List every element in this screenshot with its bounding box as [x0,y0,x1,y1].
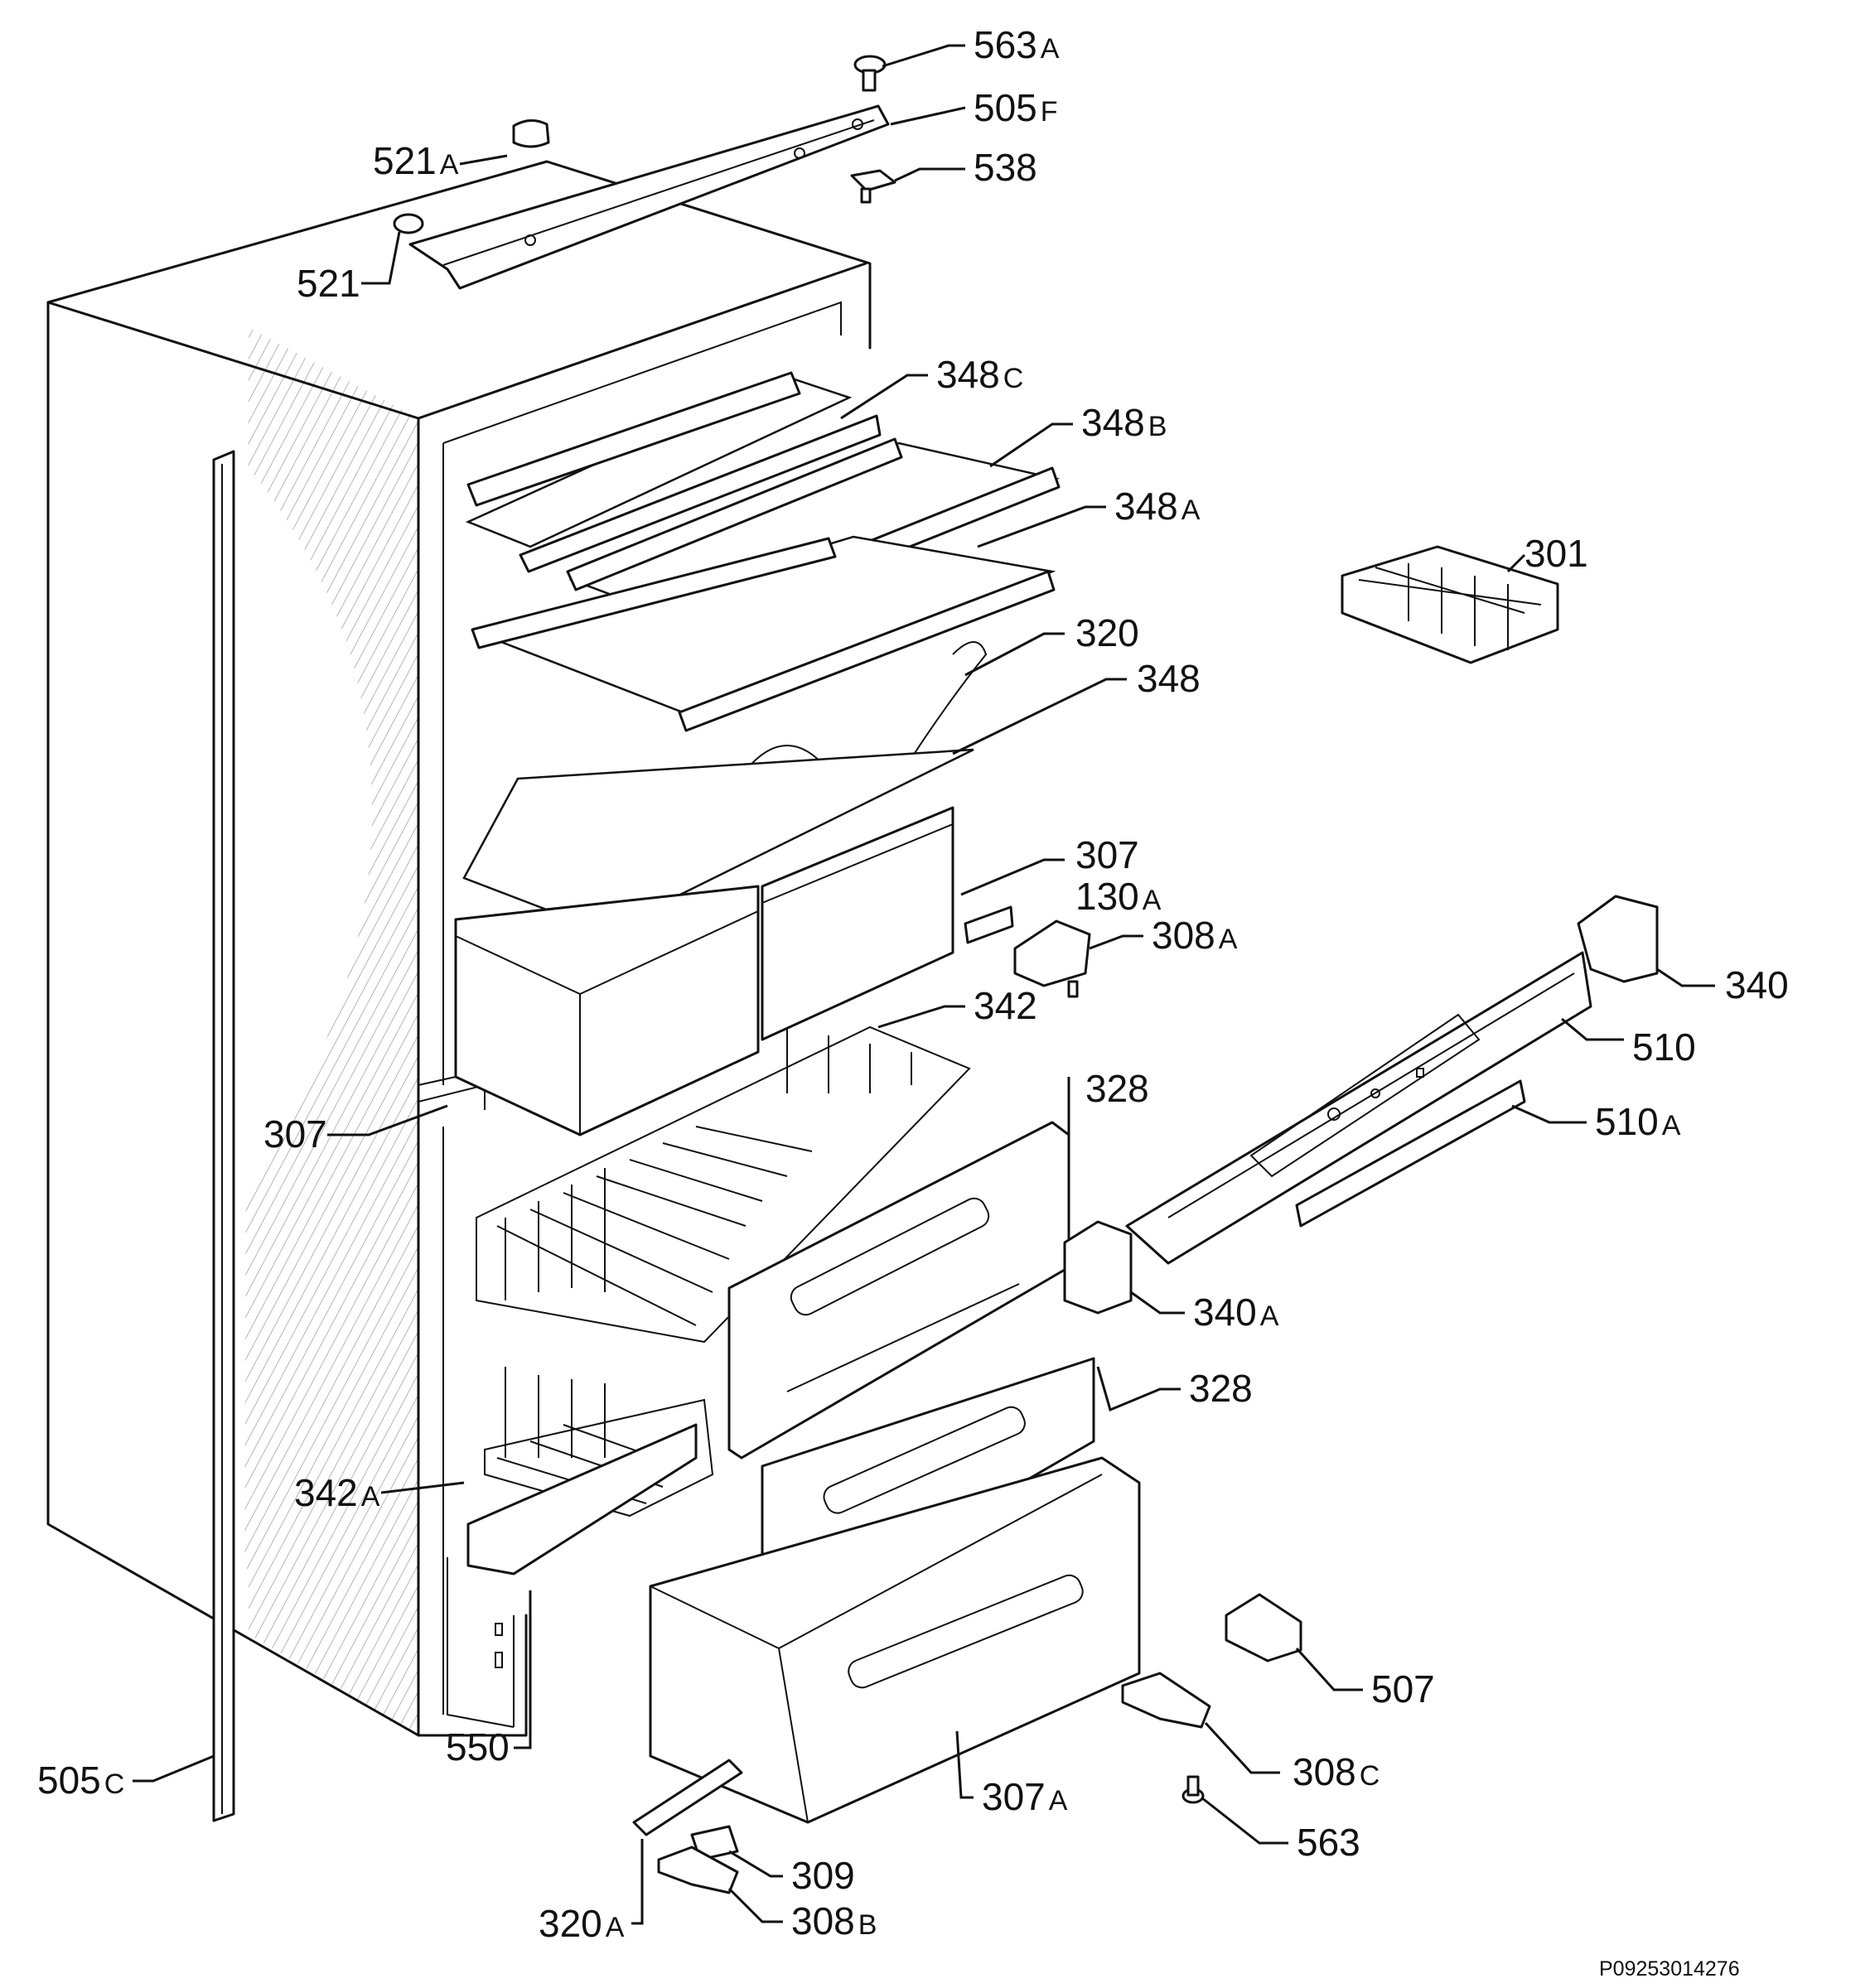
callout-538: 538 [974,146,1037,189]
figure-reference-code: P09253014276 [1599,1957,1740,1981]
glass-shelf-348a [471,535,1056,732]
fitting-521a [512,119,550,148]
control-panel-510 [1125,951,1592,1265]
lower-hinge-assembly [632,1759,743,1894]
callout-309: 309 [791,1854,855,1897]
fitting-538 [850,169,896,204]
end-cap-340a [1063,1220,1133,1315]
ice-cube-tray [1341,545,1559,664]
cover-507 [1225,1593,1302,1662]
callout-507: 507 [1371,1667,1435,1711]
hinge-308c [1121,1672,1211,1729]
callout-328-mid: 328 [1189,1367,1253,1410]
callout-521: 521 [297,262,360,305]
end-cap-340 [1577,895,1659,983]
callout-320: 320 [1075,611,1139,654]
leader-lines [133,44,1715,1925]
wire-basket-upper [476,1025,971,1344]
callout-342: 342 [974,984,1037,1027]
screw-563 [1181,1775,1205,1804]
control-panel-cover-510a [1295,1079,1526,1228]
glass-shelf-348c [465,371,882,573]
callout-348: 348 [1137,657,1201,700]
callout-301: 301 [1525,532,1588,575]
callout-340: 340 [1725,963,1789,1006]
crisper-drawer-left [454,885,760,1136]
freezer-bin-307a [649,1456,1141,1824]
callout-510: 510 [1632,1025,1696,1069]
top-rail [408,104,890,290]
bottom-tray-550 [466,1423,698,1575]
fitting-563a [853,55,887,92]
callout-563: 563 [1297,1821,1360,1864]
callout-550: 550 [446,1725,510,1768]
crisper-drawer-right [761,806,954,1041]
callout-307-top: 307 [1075,833,1139,876]
hinge-parts-308a [964,905,1091,998]
fitting-521 [393,213,424,234]
callout-328-top: 328 [1085,1067,1149,1110]
callout-307-left: 307 [263,1112,327,1156]
door-seal-strip [212,450,235,1822]
